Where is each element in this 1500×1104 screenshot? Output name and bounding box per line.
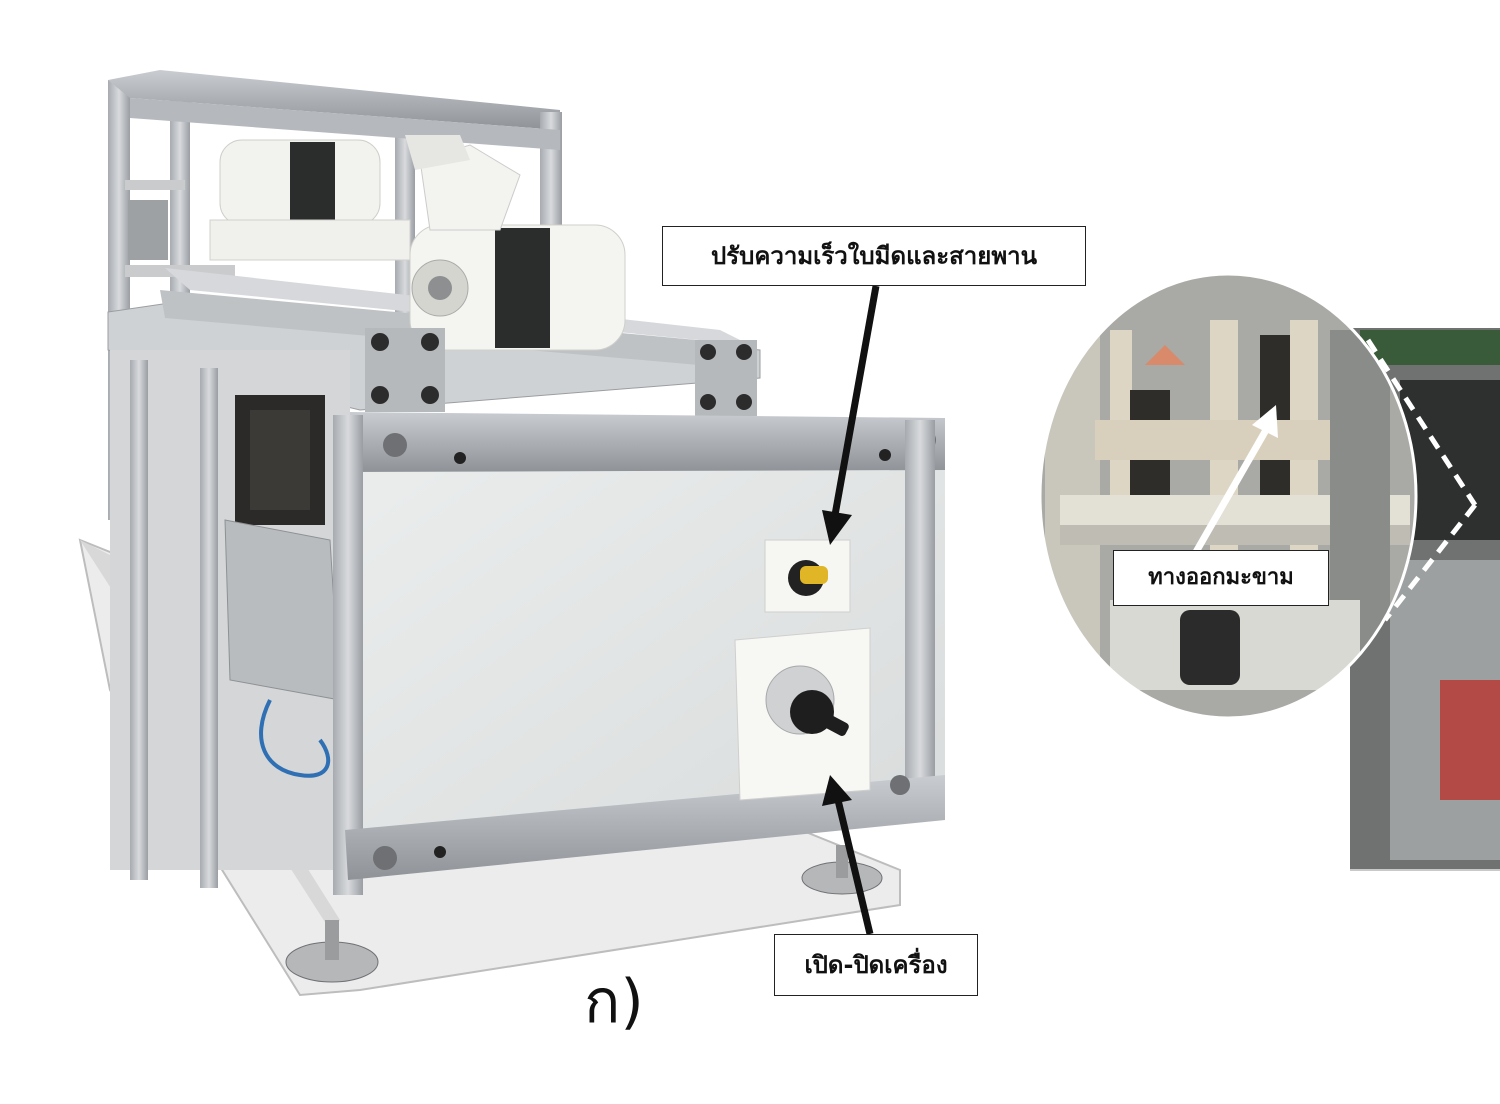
arrow-to-power-switch [822,775,874,935]
power-switch [734,627,871,801]
machine-main-photo [78,70,945,997]
speed-knob [764,539,851,613]
inset-connector-lines [1365,338,1478,622]
callout-tamarind-exit: ทางออกมะขาม [1113,550,1329,606]
arrow-to-speed-knob [822,285,880,545]
panel-label: ก) [584,967,644,1037]
inset-oval-detail [1038,272,1418,720]
callout-power-switch: เปิด-ปิดเครื่อง [774,934,978,996]
roller-upper [209,139,411,261]
callout-speed-adjust: ปรับความเร็วใบมีดและสายพาน [662,226,1086,286]
rail-end-caps [365,328,757,416]
arrow-to-exit [1192,405,1278,554]
roller-lower [409,224,626,351]
